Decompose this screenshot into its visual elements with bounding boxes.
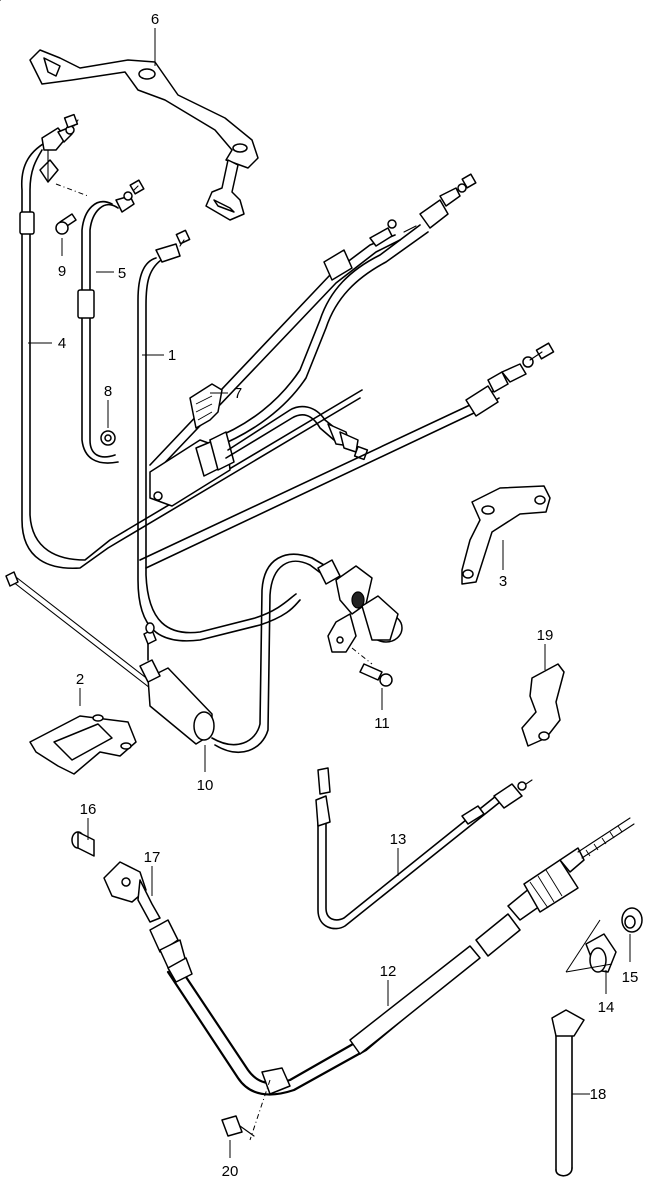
upper-cables[interactable] bbox=[149, 173, 477, 473]
part-20-bolt[interactable] bbox=[221, 1115, 255, 1137]
callout-9: 9 bbox=[58, 263, 66, 280]
callout-20: 20 bbox=[222, 1163, 239, 1180]
callout-15: 15 bbox=[622, 969, 639, 986]
part-5-cable[interactable] bbox=[77, 179, 145, 464]
callout-16: 16 bbox=[80, 801, 97, 818]
part-9-screw[interactable] bbox=[55, 213, 77, 235]
part-12-cable[interactable] bbox=[166, 817, 635, 1141]
callout-13: 13 bbox=[390, 831, 407, 848]
part-15-nut[interactable] bbox=[621, 907, 643, 933]
right-cable[interactable] bbox=[139, 342, 555, 569]
callout-11: 11 bbox=[374, 715, 390, 732]
part-10-cable-boot[interactable] bbox=[5, 571, 215, 745]
callout-2: 2 bbox=[76, 671, 84, 688]
part-8-washer[interactable] bbox=[100, 430, 116, 446]
junction-block[interactable] bbox=[0, 0, 369, 507]
part-4-cable[interactable] bbox=[19, 113, 363, 570]
callout-18: 18 bbox=[590, 1086, 607, 1103]
part-18-hose[interactable] bbox=[551, 1009, 585, 1177]
part-11-screw[interactable] bbox=[359, 663, 393, 687]
callout-17: 17 bbox=[144, 849, 161, 866]
part-3-bracket[interactable] bbox=[461, 485, 551, 585]
cable-12-end-fitting[interactable] bbox=[149, 919, 193, 983]
part-2-bracket[interactable] bbox=[29, 714, 137, 775]
callout-3: 3 bbox=[499, 573, 507, 590]
part-19-bracket[interactable] bbox=[521, 663, 565, 747]
part-16-pin[interactable] bbox=[71, 831, 95, 857]
callout-4: 4 bbox=[58, 335, 66, 352]
callout-1: 1 bbox=[168, 347, 176, 364]
part-13-cable[interactable] bbox=[315, 767, 533, 930]
callout-6: 6 bbox=[151, 11, 159, 28]
callout-labels: 6 9 5 4 1 7 8 3 19 2 11 10 16 13 17 12 1… bbox=[58, 11, 639, 1180]
part-6-bracket[interactable] bbox=[29, 49, 259, 221]
callout-leaders bbox=[28, 28, 631, 1158]
callout-7: 7 bbox=[234, 385, 242, 402]
choke-cable[interactable] bbox=[211, 553, 403, 754]
callout-12: 12 bbox=[380, 963, 397, 980]
callout-14: 14 bbox=[598, 999, 615, 1016]
callout-5: 5 bbox=[118, 265, 126, 282]
part-14-boot[interactable] bbox=[565, 919, 617, 973]
callout-10: 10 bbox=[197, 777, 214, 794]
callout-8: 8 bbox=[104, 383, 112, 400]
callout-19: 19 bbox=[537, 627, 554, 644]
part-7-clamp[interactable] bbox=[189, 383, 223, 429]
part-17-clip[interactable] bbox=[103, 861, 161, 923]
